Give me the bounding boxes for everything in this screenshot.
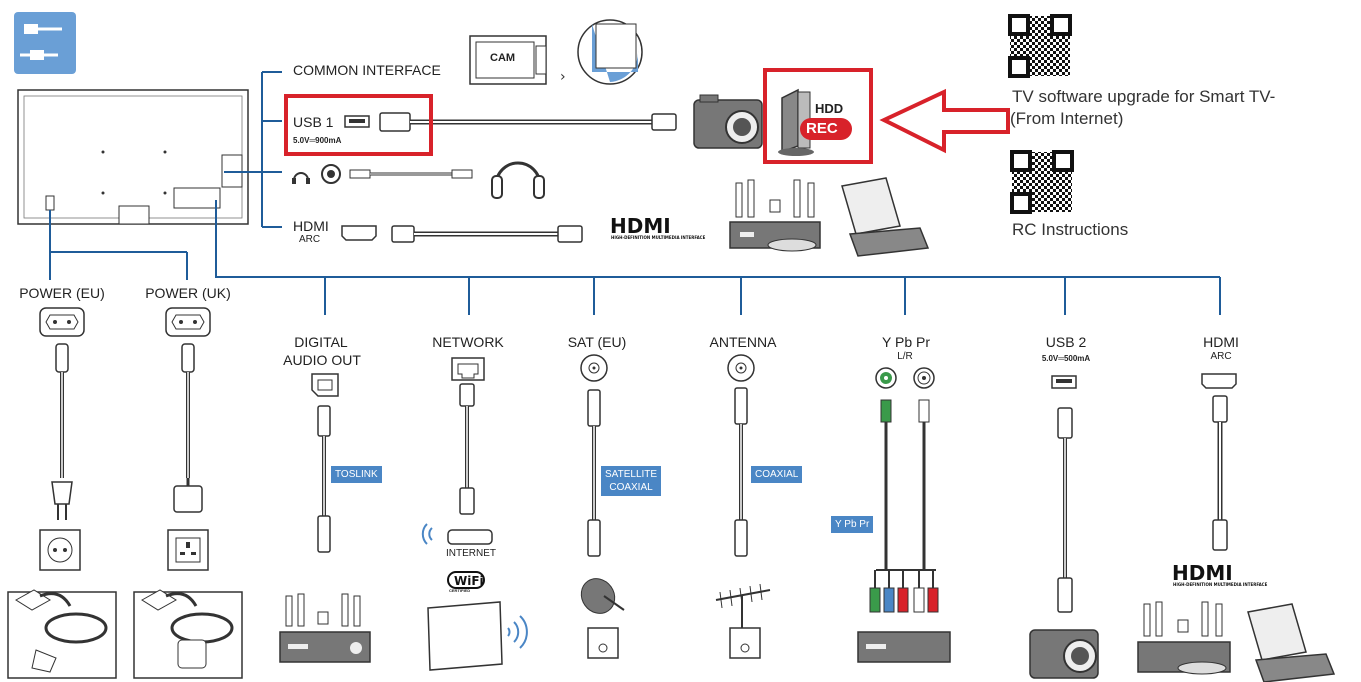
network-label: NETWORK <box>432 334 504 350</box>
arrow-left-icon <box>879 88 1010 154</box>
lr-label: L/R <box>897 351 913 362</box>
usb2-port-icon <box>1051 375 1077 389</box>
smart-tv-wireless-icon <box>427 601 528 671</box>
headphones-icon <box>491 161 545 199</box>
sat-port-icon <box>580 354 608 382</box>
svg-text:›: › <box>560 69 566 85</box>
hdmi-port-icon <box>341 225 377 241</box>
hdmi-bottom-cable-icon <box>1212 395 1228 551</box>
digital-audio-label-1: DIGITAL <box>294 334 348 350</box>
tv-back-icon <box>17 89 249 225</box>
home-theater-bottom-icon <box>1137 601 1231 675</box>
usb2-power-label: 5.0V═500mA <box>1041 354 1091 363</box>
antenna-label: ANTENNA <box>709 334 777 350</box>
hdmi-top-label: HDMI <box>293 218 329 234</box>
svg-text:HIGH-DEFINITION MULTIMEDIA INT: HIGH-DEFINITION MULTIMEDIA INTERFACE <box>611 235 706 240</box>
smartcard-icon <box>577 19 643 85</box>
toslink-cable-icon <box>317 405 331 553</box>
software-upgrade-line2: (From Internet) <box>1010 109 1124 128</box>
component-cable-icon <box>869 399 939 613</box>
satellite-tag-line1: SATELLITE <box>605 469 658 480</box>
home-theater-icon <box>729 179 821 252</box>
headphone-cable-icon <box>349 169 473 179</box>
satellite-dish-icon <box>580 578 625 659</box>
rec-badge <box>800 118 852 140</box>
ypbpr-port-icon <box>875 367 935 389</box>
coaxial-tag: COAXIAL <box>751 466 803 483</box>
usb1-label: USB 1 <box>293 114 334 130</box>
laptop-icon <box>841 177 930 257</box>
satellite-tag-line2: COAXIAL <box>609 482 653 493</box>
satellite-coaxial-tag: SATELLITE COAXIAL <box>601 466 662 496</box>
power-uk-cable-icon <box>173 343 203 513</box>
optical-port-icon <box>311 373 339 397</box>
cam-label: CAM <box>490 52 516 64</box>
hdmi-bottom-arc-label: ARC <box>1210 351 1232 362</box>
usb-cable-icon <box>379 112 677 132</box>
digital-audio-label-2: AUDIO OUT <box>283 352 361 368</box>
camera-bottom-icon <box>1029 629 1099 679</box>
ethernet-port-icon <box>451 357 485 381</box>
svg-text:HDMI: HDMI <box>610 214 671 238</box>
coaxial-cable-icon <box>734 387 748 557</box>
usb1-highlight <box>284 94 433 156</box>
usb2-cable-icon <box>1057 407 1073 613</box>
satellite-coaxial-cable-icon <box>587 389 601 557</box>
svg-text:WiFi: WiFi <box>454 574 484 588</box>
hdmi-cable-icon <box>391 225 583 243</box>
unbox-cable-uk-icon <box>133 589 243 679</box>
usb1-port-icon <box>344 115 370 128</box>
power-eu-cable-icon <box>51 343 73 520</box>
usb1-power-label: 5.0V═900mA <box>293 136 342 145</box>
camera-icon <box>693 94 763 149</box>
unbox-cable-eu-icon <box>7 589 117 679</box>
hdd-highlight <box>763 68 873 164</box>
hdmi-bottom-label: HDMI <box>1203 334 1239 350</box>
connection-icon <box>14 12 76 74</box>
toslink-tag: TOSLINK <box>331 466 382 483</box>
tv-aerial-icon <box>715 583 771 659</box>
ethernet-cable-icon <box>459 383 475 515</box>
power-eu-label: POWER (EU) <box>19 285 105 301</box>
hdmi-logo-bottom: HDMI HIGH-DEFINITION MULTIMEDIA INTERFAC… <box>1172 561 1268 587</box>
internet-label: INTERNET <box>446 548 496 559</box>
software-upgrade-line1: TV software upgrade for Smart TV- <box>1012 87 1276 106</box>
wifi-certified-label: CERTIFIED <box>449 588 471 593</box>
soundbar-system-icon <box>279 593 371 663</box>
hdmi-top-arc-label: ARC <box>299 234 321 245</box>
video-player-icon <box>857 631 951 663</box>
wall-socket-uk-icon <box>167 529 209 571</box>
headphone-port-icon <box>292 164 341 184</box>
sat-label: SAT (EU) <box>567 334 627 350</box>
qr-code-software <box>1008 14 1072 78</box>
laptop-bottom-icon <box>1247 603 1336 682</box>
connection-lines <box>49 71 1221 315</box>
antenna-port-icon <box>727 354 755 382</box>
cam-module-icon: › <box>469 35 566 85</box>
rc-instructions-label: RC Instructions <box>1012 220 1129 239</box>
hdd-label: HDD <box>815 101 844 116</box>
power-uk-socket-icon <box>165 307 211 337</box>
ypbpr-tag: Y Pb Pr <box>831 516 874 533</box>
power-eu-socket-icon <box>39 307 85 337</box>
hdmi-logo-top: HDMI HIGH-DEFINITION MULTIMEDIA INTERFAC… <box>610 214 706 240</box>
wall-socket-eu-icon <box>39 529 81 571</box>
svg-text:HIGH-DEFINITION MULTIMEDIA INT: HIGH-DEFINITION MULTIMEDIA INTERFACE <box>1173 582 1268 587</box>
wifi-logo-icon: WiFi <box>447 571 485 589</box>
svg-text:HDMI: HDMI <box>1172 561 1233 585</box>
power-uk-label: POWER (UK) <box>145 285 231 301</box>
usb2-label: USB 2 <box>1045 334 1087 350</box>
ypbpr-label: Y Pb Pr <box>882 334 930 350</box>
common-interface-label: COMMON INTERFACE <box>293 62 441 78</box>
router-icon <box>421 523 493 545</box>
rec-label: REC <box>806 120 838 137</box>
qr-code-rc <box>1010 150 1074 214</box>
hdmi-arc-port-icon <box>1201 373 1237 389</box>
